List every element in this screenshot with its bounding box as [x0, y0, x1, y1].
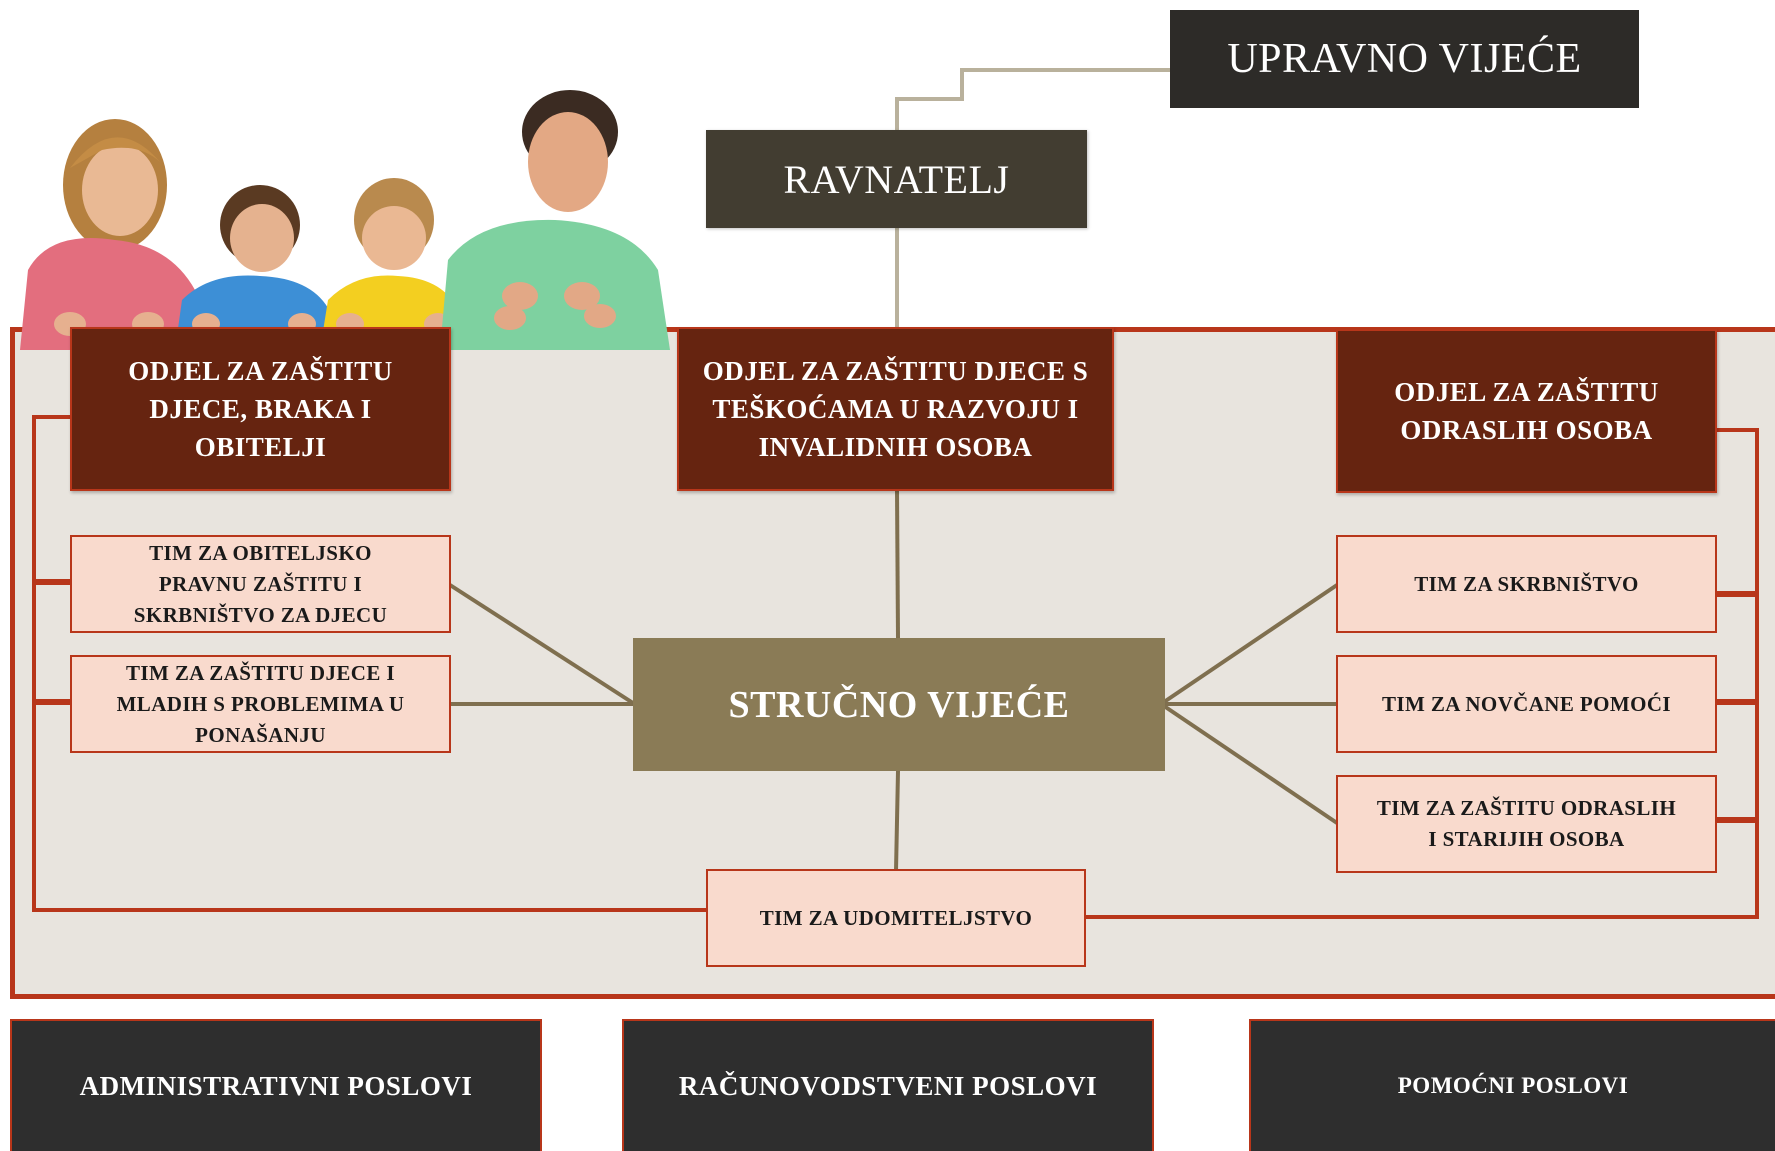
- team-label: TIM ZA NOVČANE POMOĆI: [1382, 691, 1671, 716]
- department-children-marriage-family: ODJEL ZA ZAŠTITU DJECE, BRAKA I OBITELJI: [70, 327, 451, 491]
- council-right-team-1-connector: [1162, 583, 1339, 704]
- department-label: ODJEL ZA ZAŠTITU DJECE, BRAKA I OBITELJI: [128, 356, 393, 462]
- footer-administrative: ADMINISTRATIVNI POSLOVI: [10, 1019, 542, 1151]
- team-guardianship: TIM ZA SKRBNIŠTVO: [1336, 535, 1717, 633]
- expert-council-box: STRUČNO VIJEĆE: [633, 638, 1165, 771]
- boy-figure-1: [175, 185, 332, 350]
- right-bracket: [1085, 428, 1759, 919]
- expert-council-label: STRUČNO VIJEĆE: [728, 683, 1070, 726]
- department-label: ODJEL ZA ZAŠTITU DJECE S TEŠKOĆAMA U RAZ…: [702, 356, 1089, 462]
- department-label: ODJEL ZA ZAŠTITU ODRASLIH OSOBA: [1394, 377, 1659, 445]
- director-box: RAVNATELJ: [706, 130, 1087, 228]
- team-foster-care: TIM ZA UDOMITELJSTVO: [706, 869, 1086, 967]
- department-adults: ODJEL ZA ZAŠTITU ODRASLIH OSOBA: [1336, 329, 1717, 493]
- footer-label: RAČUNOVODSTVENI POSLOVI: [678, 1070, 1098, 1101]
- governing-board-label: UPRAVNO VIJEĆE: [1227, 36, 1582, 82]
- team-label: TIM ZA ZAŠTITU ODRASLIH I STARIJIH OSOBA: [1376, 796, 1677, 851]
- left-bracket: [32, 415, 706, 912]
- director-label: RAVNATELJ: [783, 156, 1010, 202]
- governing-board-box: UPRAVNO VIJEĆE: [1170, 10, 1639, 108]
- team-label: TIM ZA ZAŠTITU DJECE I MLADIH S PROBLEMI…: [116, 660, 405, 747]
- footer-accounting: RAČUNOVODSTVENI POSLOVI: [622, 1019, 1154, 1151]
- family-illustration: [20, 90, 670, 350]
- team-label: TIM ZA UDOMITELJSTVO: [759, 905, 1033, 930]
- board-director-connector: [895, 68, 1170, 131]
- council-right-team-3-connector: [1162, 704, 1339, 825]
- team-financial-assistance: TIM ZA NOVČANE POMOĆI: [1336, 655, 1717, 753]
- team-youth-behavior-problems: TIM ZA ZAŠTITU DJECE I MLADIH S PROBLEMI…: [70, 655, 451, 753]
- footer-auxiliary: POMOĆNI POSLOVI: [1249, 1019, 1775, 1151]
- woman-figure: [20, 119, 202, 350]
- department-council-connector: [895, 489, 900, 639]
- team-family-legal-protection: TIM ZA OBITELJSKO PRAVNU ZAŠTITU I SKRBN…: [70, 535, 451, 633]
- team-label: TIM ZA OBITELJSKO PRAVNU ZAŠTITU I SKRBN…: [133, 540, 388, 627]
- man-figure: [440, 90, 670, 350]
- department-children-disabilities: ODJEL ZA ZAŠTITU DJECE S TEŠKOĆAMA U RAZ…: [677, 327, 1114, 491]
- footer-label: POMOĆNI POSLOVI: [1397, 1073, 1629, 1098]
- boy-figure-2: [320, 178, 460, 350]
- footer-label: ADMINISTRATIVNI POSLOVI: [79, 1070, 473, 1101]
- council-foster-connector: [894, 770, 900, 872]
- team-adults-elderly-protection: TIM ZA ZAŠTITU ODRASLIH I STARIJIH OSOBA: [1336, 775, 1717, 873]
- council-left-team-1-connector: [448, 583, 635, 705]
- team-label: TIM ZA SKRBNIŠTVO: [1414, 571, 1639, 596]
